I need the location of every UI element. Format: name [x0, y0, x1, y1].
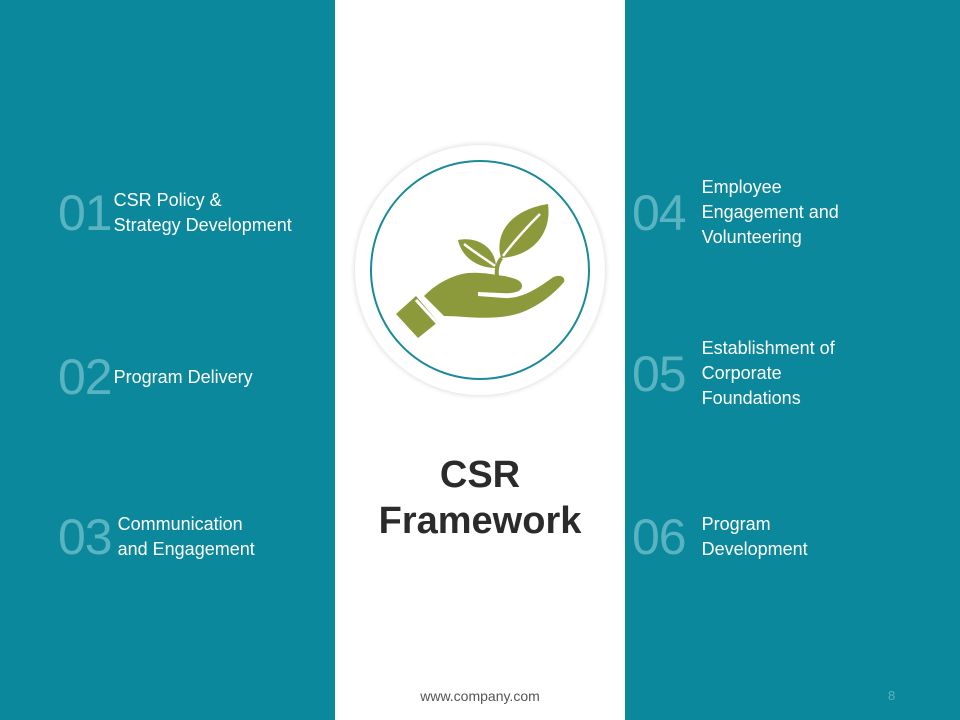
page-number: 8 [888, 688, 896, 703]
item-number: 04 [632, 184, 687, 241]
item-number: 02 [58, 349, 113, 405]
item-label: Program Development [701, 514, 808, 559]
hand-with-plant-icon [396, 204, 565, 338]
item-number: 03 [58, 509, 113, 565]
left-panel [0, 0, 335, 720]
item-number: 05 [632, 345, 687, 402]
item-number: 01 [58, 185, 113, 241]
framework-item-04: 04 Employee Engagement and Volunteering [632, 175, 839, 250]
item-label: CSR Policy & Strategy Development [113, 190, 292, 235]
item-label: Program Delivery [113, 366, 253, 387]
icon-ring [370, 160, 590, 380]
footer-website: www.company.com [420, 688, 540, 704]
framework-item-06: 06 Program Development [632, 512, 808, 562]
item-number: 06 [632, 509, 687, 565]
icon-circle [355, 145, 605, 395]
item-label: Establishment of Corporate Foundations [701, 338, 835, 408]
right-panel [625, 0, 960, 720]
framework-item-03: 03 Communication and Engagement [58, 512, 255, 562]
framework-item-05: 05 Establishment of Corporate Foundation… [632, 336, 835, 411]
item-label: Employee Engagement and Volunteering [701, 177, 839, 247]
framework-item-02: 02 Program Delivery [58, 352, 253, 402]
slide-title: CSR Framework [378, 454, 582, 542]
framework-item-01: 01 CSR Policy & Strategy Development [58, 188, 292, 238]
item-label: Communication and Engagement [117, 514, 255, 559]
